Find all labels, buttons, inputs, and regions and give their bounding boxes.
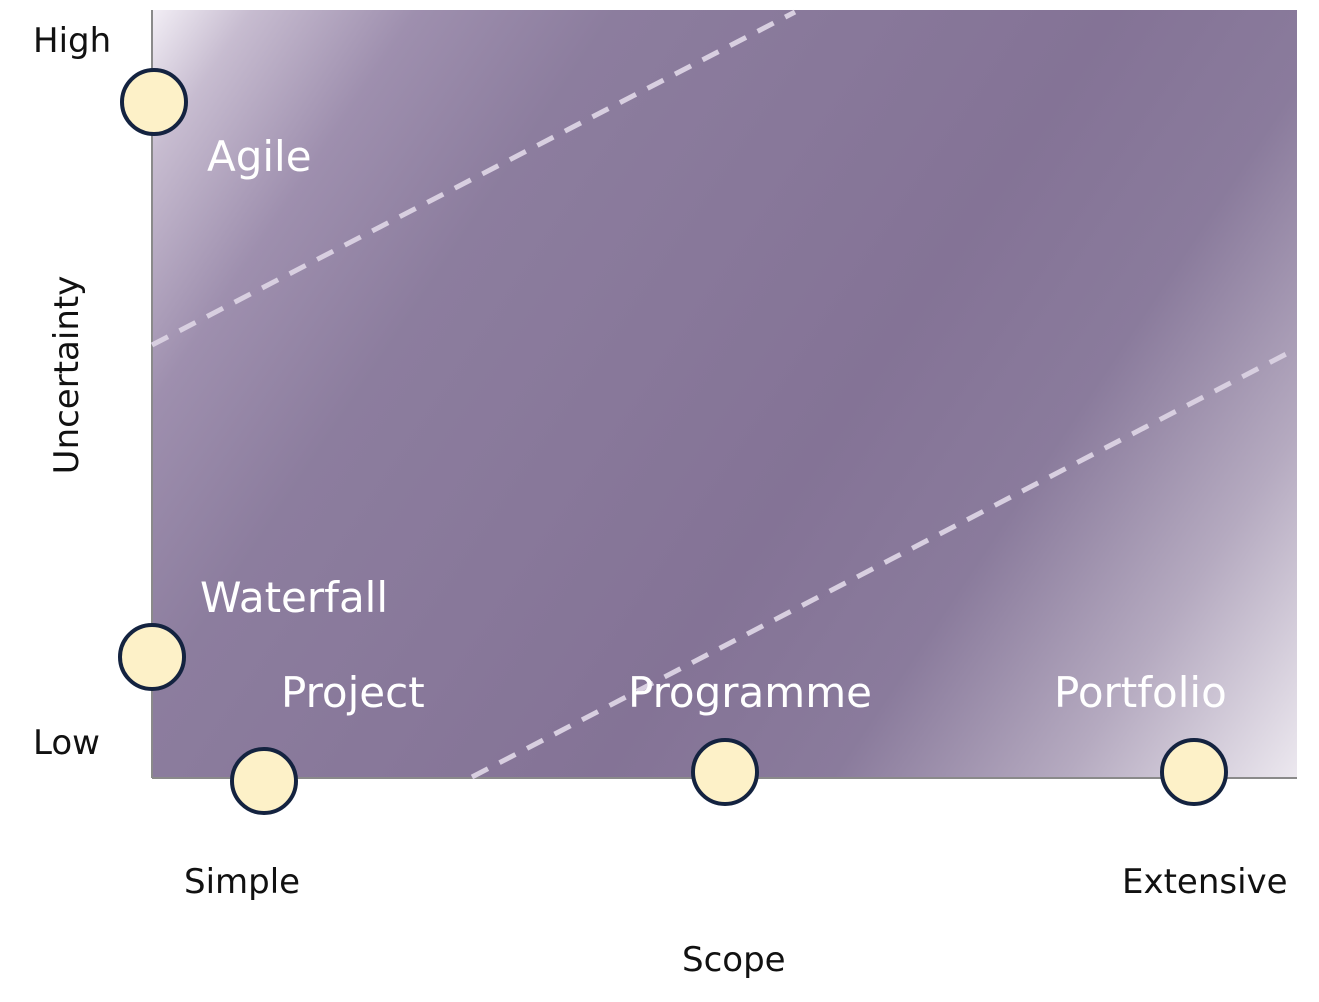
y-low-label: Low [33, 723, 100, 763]
programme-label: Programme [628, 668, 872, 717]
agile-divider-line [150, 9, 797, 348]
waterfall-label: Waterfall [200, 573, 389, 622]
agile-marker [120, 68, 188, 136]
agile-label: Agile [207, 132, 312, 181]
waterfall-marker [118, 623, 186, 691]
project-marker [230, 747, 298, 815]
x-simple-label: Simple [184, 862, 301, 902]
y-high-label: High [33, 21, 112, 61]
programme-marker [691, 738, 759, 806]
y-axis-title: Uncertainty [47, 275, 87, 475]
x-extensive-label: Extensive [1122, 862, 1288, 902]
portfolio-label: Portfolio [1054, 668, 1227, 717]
x-axis-title: Scope [682, 940, 786, 980]
project-label: Project [281, 668, 425, 717]
portfolio-marker [1160, 738, 1228, 806]
plot-area [152, 10, 1297, 778]
